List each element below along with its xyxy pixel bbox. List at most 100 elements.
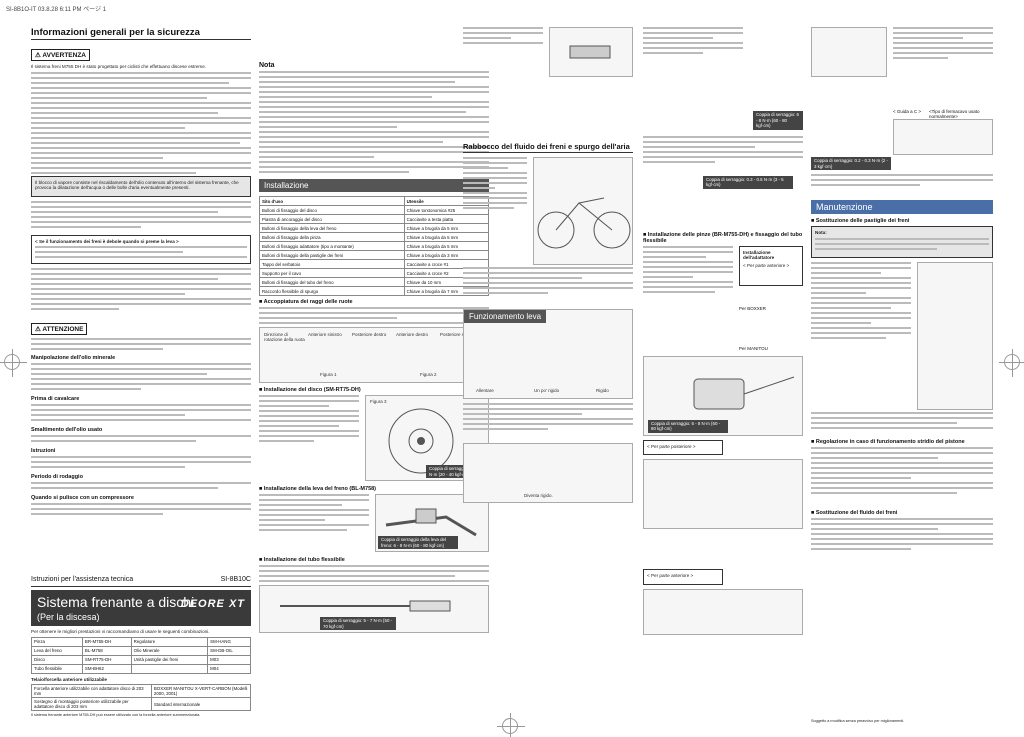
body-text [31,404,251,424]
table-cell: SM-RT75-DH [81,654,132,665]
table-cell: Bulloni di fissaggio del tubo del freno [259,277,405,287]
caliper-figure: Coppia di serraggio: 6 - 8 N·m {60 - 80 … [643,355,803,436]
hose-heading: ■ Installazione del tubo flessibile [259,557,345,563]
caliper-column: Coppia di serraggio: 6 - 8 N·m {60 - 80 … [643,27,803,639]
table-cell: Bulloni di fissaggio della pastiglie dei… [259,250,405,260]
service-instructions-label: Istruzioni per l'assistenza tecnica [31,576,134,583]
rear-box: < Per parte posteriore > [643,439,723,456]
warning-label: ⚠ AVVERTENZA [31,49,90,61]
function-bar: Funzionamento leva [464,310,547,323]
page-footer: Soggetto a modifica senza preavviso per … [811,719,905,723]
printer-header: SI-8B1O-IT 03.8.28 6:11 PM ページ 1 [6,7,107,13]
lever-function-figure: Funzionamento leva Allentare Un po' rigi… [463,309,633,399]
pads-heading: ■ Sostituzione delle pastiglie dei freni [811,218,910,224]
bleeding-column: Rabbocco del fluido dei freni e spurgo d… [463,27,633,507]
table-cell: Standard internazionale [150,697,252,712]
guide-label: < Guida a C > [893,109,922,114]
spoke-heading: ■ Accoppiatura dei raggi delle ruote [259,299,353,305]
table-cell: Disco [31,654,83,665]
doc-code: SI-8B10C [220,576,251,583]
rear-figure [643,459,803,530]
table-cell: BR-M755-DH [81,636,132,647]
hose-figure: Coppia di serraggio: 5 - 7 N·m {50 - 70 … [259,585,489,633]
disc-rotor-illustration [388,408,454,474]
table-cell: Regolatore [130,636,209,647]
figure-caption: Figura 3 [370,399,387,404]
adapter-box: Installazione dell'adattatore < Per part… [739,245,803,286]
maintenance-column: < Guida a C > <Tipo di fermacavo usato n… [811,27,993,723]
body-text [463,27,543,47]
table-cell: Bulloni di fissaggio adattatore (tipo a … [259,241,405,251]
table-cell: SM-BH62 [81,663,132,674]
table-cell: Olio Minerale [130,645,209,656]
brake-lever-illustration [385,508,477,537]
body-text [259,494,369,552]
table-row: Sostegno di montaggio posteriore utilizz… [31,697,252,712]
registration-mark [999,349,1024,377]
body-text [31,71,251,176]
vapor-lock-note: Il blocco di vapore consiste nel riscald… [31,175,251,197]
stiff-label: Diventa rigido. [524,493,553,498]
torque-label: Coppia di serraggio: 5 - 7 N·m {50 - 70 … [320,617,396,630]
guide-figure [811,27,887,77]
body-text [811,261,911,412]
table-cell: Pinza [31,636,83,647]
warning-lead: Il sistema freni M755 DH è stato progett… [31,64,207,69]
torque-label: Coppia di serraggio: 0.3 - 0.5 N·m {3 - … [703,175,793,189]
table-cell: Tubo flessibile [31,663,83,674]
body-text [463,157,527,265]
front-figure [643,588,803,635]
body-text [643,245,733,356]
body-text [31,482,251,492]
table-cell: Forcella anteriore utilizzabile con adat… [31,684,152,699]
function-state: Rigido [596,388,609,393]
registration-mark [0,349,27,377]
table-cell: BL-M758 [81,645,132,656]
table-cell: Tappo del serbatoio [259,259,405,269]
pads-figure [917,261,993,410]
caliper-illustration [693,376,795,409]
nota-box: Nota: [811,226,993,258]
disc-heading: ■ Installazione del disco (SM-RT75-DH) [259,387,361,393]
registration-mark [497,713,525,737]
body-text [31,200,251,235]
deore-xt-logo: DEORE XT [180,598,245,610]
lever-heading: ■ Installazione della leva del freno (BL… [259,486,377,492]
body-text [259,307,489,327]
table-cell: M03 [207,654,251,665]
bullet-heading: Istruzioni [31,448,56,455]
spoke-label: Posteriore destro [352,332,387,337]
clamp-figure [549,27,633,77]
table-cell: SM-DB-OIL [207,645,251,656]
body-text [463,403,633,443]
doc-subtitle: (Per la discesa) [37,612,100,622]
torque-label: Coppia di serraggio: 6 - 8 N·m {60 - 80 … [648,419,728,433]
torque-label: Coppia di serraggio: 6 - 8 N·m {60 - 80 … [753,111,803,130]
torque-label: Coppia di serraggio: 0.2 - 0.3 N·m {2 - … [811,157,891,170]
table-cell: Bulloni di fissaggio della leva del fren… [259,223,405,233]
cover-title-bar: Sistema frenante a dischi (Per la disces… [31,590,251,626]
bullet-heading: Smaltimento dell'olio usato [31,427,103,434]
hose-install-heading: ■ Installazione delle pinze (BR-M755-DH)… [643,231,803,244]
doc-title: Sistema frenante a dischi [37,594,195,610]
figure-caption: Figura 2 [420,372,437,377]
bullet-heading: Prima di cavalcare [31,396,80,403]
body-text [31,456,251,471]
body-text [811,411,993,436]
body-text [31,435,251,445]
cover-footer: Il sistema frenante anteriore M755-DH pu… [31,713,201,718]
body-text [811,446,993,507]
table-cell: BOXXER MANITOU X-VERT-CARBON (Modelli 20… [150,684,252,699]
body-text [259,395,359,481]
table-cell: Leva del freno [31,645,83,656]
